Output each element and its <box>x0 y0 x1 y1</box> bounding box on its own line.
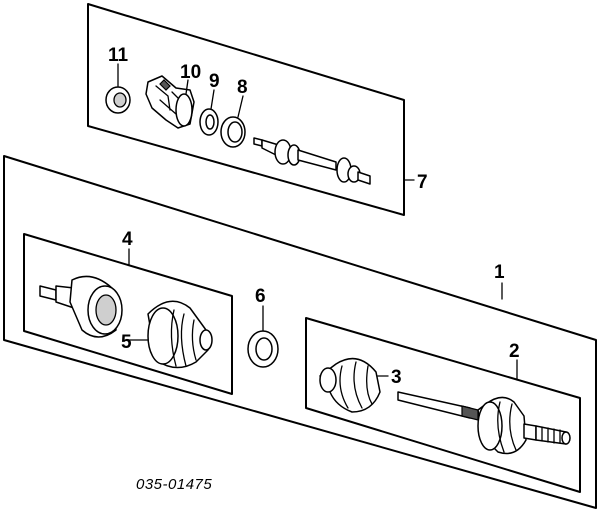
callout-1: 1 <box>494 262 505 283</box>
main-panel <box>3 155 597 509</box>
callout-labels: 11 10 9 8 7 1 4 6 5 3 2 <box>108 45 520 388</box>
part-5-boot <box>127 300 213 369</box>
callout-5: 5 <box>121 332 132 353</box>
callout-9: 9 <box>209 71 220 92</box>
callout-6: 6 <box>255 286 266 307</box>
part-11-cap <box>105 63 131 114</box>
part-2-axle-shaft <box>397 391 571 455</box>
intermediate-shaft <box>253 137 371 185</box>
callout-2: 2 <box>509 341 520 362</box>
part-3-inner-boot <box>319 357 389 413</box>
callout-3: 3 <box>391 367 402 388</box>
callout-10: 10 <box>180 62 201 83</box>
part-code: 035-01475 <box>136 476 212 493</box>
part-9-ring <box>199 89 219 136</box>
part-8-bearing <box>220 95 246 148</box>
callout-7: 7 <box>417 172 428 193</box>
subpanel-2 <box>305 317 581 493</box>
subpanel-4 <box>23 233 233 395</box>
part-10-clamp <box>145 75 195 129</box>
outer-joint <box>39 275 123 338</box>
part-6-ring <box>247 305 279 368</box>
callout-8: 8 <box>237 77 248 98</box>
callout-11: 11 <box>108 45 129 66</box>
callout-4: 4 <box>122 229 133 250</box>
upper-panel <box>87 3 415 216</box>
